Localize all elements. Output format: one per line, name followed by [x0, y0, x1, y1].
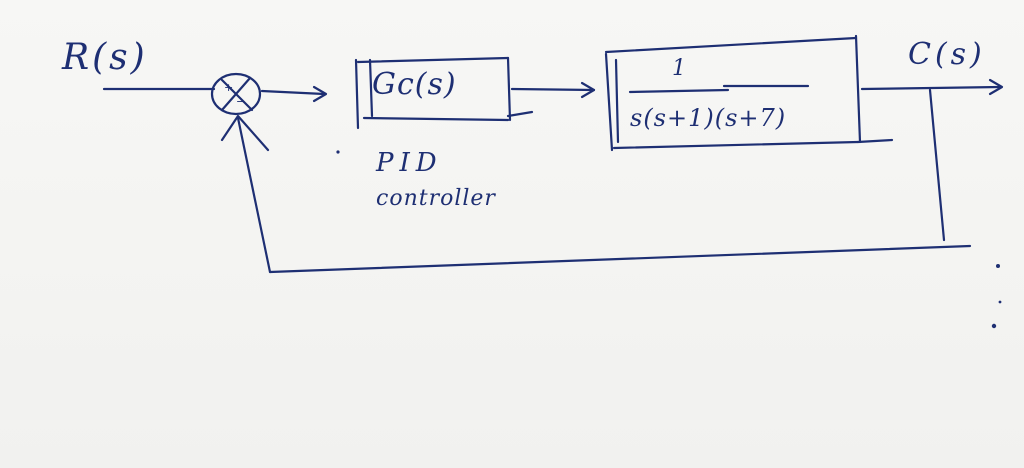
- feedback-line-down: [928, 88, 946, 242]
- input-label: R(s): [62, 37, 148, 78]
- plant-denominator: s(s+1)(s+7): [630, 104, 787, 132]
- stray-dot: [336, 150, 340, 154]
- stray-dot: [998, 300, 1002, 304]
- controller-caption-line2: controller: [376, 186, 496, 211]
- error-signal-line: [260, 89, 326, 96]
- control-signal-arrowhead: [580, 81, 596, 99]
- plant-box: [604, 34, 894, 152]
- controller-caption-line1: PID: [376, 148, 443, 178]
- feedback-line-up: [236, 116, 272, 274]
- controller-box: [354, 56, 534, 130]
- stray-dot: [996, 264, 1000, 268]
- feedback-arrowhead: [220, 114, 270, 152]
- output-label: C(s): [908, 37, 986, 72]
- error-signal-arrowhead: [312, 85, 328, 103]
- plant-numerator: 1: [672, 56, 686, 81]
- minus-sign: −: [236, 95, 246, 108]
- output-signal-arrowhead: [988, 78, 1004, 96]
- stray-dot: [991, 323, 997, 329]
- feedback-line-bottom: [268, 244, 972, 274]
- control-signal-line: [510, 87, 596, 92]
- fraction-bar: [628, 84, 810, 94]
- summing-junction: [210, 72, 262, 116]
- output-signal-line: [860, 85, 1002, 91]
- plus-sign: +: [224, 81, 234, 94]
- controller-transfer-function: Gc(s): [372, 67, 457, 102]
